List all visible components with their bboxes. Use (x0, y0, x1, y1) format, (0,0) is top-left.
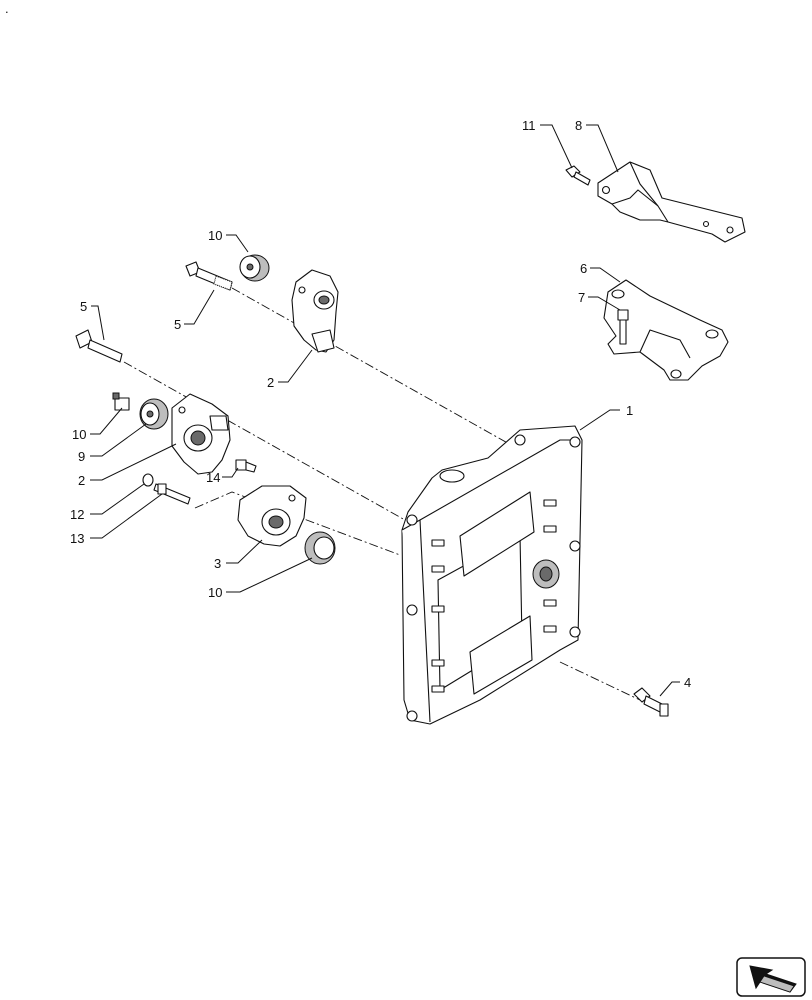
svg-text:10: 10 (208, 585, 222, 600)
svg-text:5: 5 (174, 317, 181, 332)
callout-8: 8 (575, 118, 619, 173)
nut-part-9 (139, 398, 169, 430)
svg-text:14: 14 (206, 470, 220, 485)
svg-text:4: 4 (684, 675, 691, 690)
callout-9: 9 (78, 423, 147, 464)
callout-5-left: 5 (80, 299, 105, 341)
bracket-part-3 (237, 485, 307, 547)
callout-1: 1 (579, 403, 633, 431)
nut-part-10-upper (239, 254, 270, 282)
washer-part-12 (142, 473, 154, 487)
bracket-part-2-upper (291, 269, 339, 353)
bolt-part-7 (617, 309, 629, 345)
callout-6: 6 (580, 261, 621, 283)
bracket-part-8 (597, 161, 746, 243)
callout-5-mid: 5 (174, 289, 215, 332)
svg-text:3: 3 (214, 556, 221, 571)
callout-7: 7 (578, 290, 621, 311)
bolt-part-4 (633, 687, 669, 717)
callout-2-upper: 2 (267, 349, 313, 390)
connector-pins (431, 499, 557, 693)
stud-part-10-left (112, 392, 130, 411)
arrow-left-down-icon[interactable] (736, 957, 806, 997)
callout-10-left: 10 (72, 407, 123, 442)
callout-3: 3 (214, 539, 263, 571)
assembly-centerlines (123, 287, 641, 701)
svg-text:2: 2 (267, 375, 274, 390)
screw-part-11 (565, 165, 591, 186)
svg-text:9: 9 (78, 449, 85, 464)
svg-text:12: 12 (70, 507, 84, 522)
pin-part-13 (153, 483, 191, 505)
svg-text:7: 7 (578, 290, 585, 305)
svg-text:5: 5 (80, 299, 87, 314)
callout-4: 4 (659, 675, 691, 697)
corner-mark: . (5, 1, 9, 16)
svg-text:8: 8 (575, 118, 582, 133)
svg-text:11: 11 (522, 118, 536, 133)
svg-text:2: 2 (78, 473, 85, 488)
svg-text:10: 10 (208, 228, 222, 243)
plate-part-6 (603, 279, 729, 381)
svg-text:13: 13 (70, 531, 84, 546)
svg-text:10: 10 (72, 427, 86, 442)
callout-10-top: 10 (208, 228, 249, 253)
control-unit-part-1 (401, 425, 583, 725)
screw-part-14 (235, 459, 257, 473)
callout-14: 14 (206, 467, 239, 485)
nut-part-10-lower (304, 531, 336, 565)
callout-2-lower: 2 (78, 443, 177, 488)
svg-text:1: 1 (626, 403, 633, 418)
callout-10-bottom: 10 (208, 557, 313, 600)
bolt-part-5-lower (75, 329, 123, 363)
callout-11: 11 (522, 118, 573, 169)
bolt-part-5-upper (185, 261, 233, 291)
bracket-part-2-lower (171, 393, 231, 475)
mounting-bosses (406, 434, 581, 722)
callout-13: 13 (70, 493, 163, 546)
svg-text:6: 6 (580, 261, 587, 276)
callout-12: 12 (70, 483, 145, 522)
